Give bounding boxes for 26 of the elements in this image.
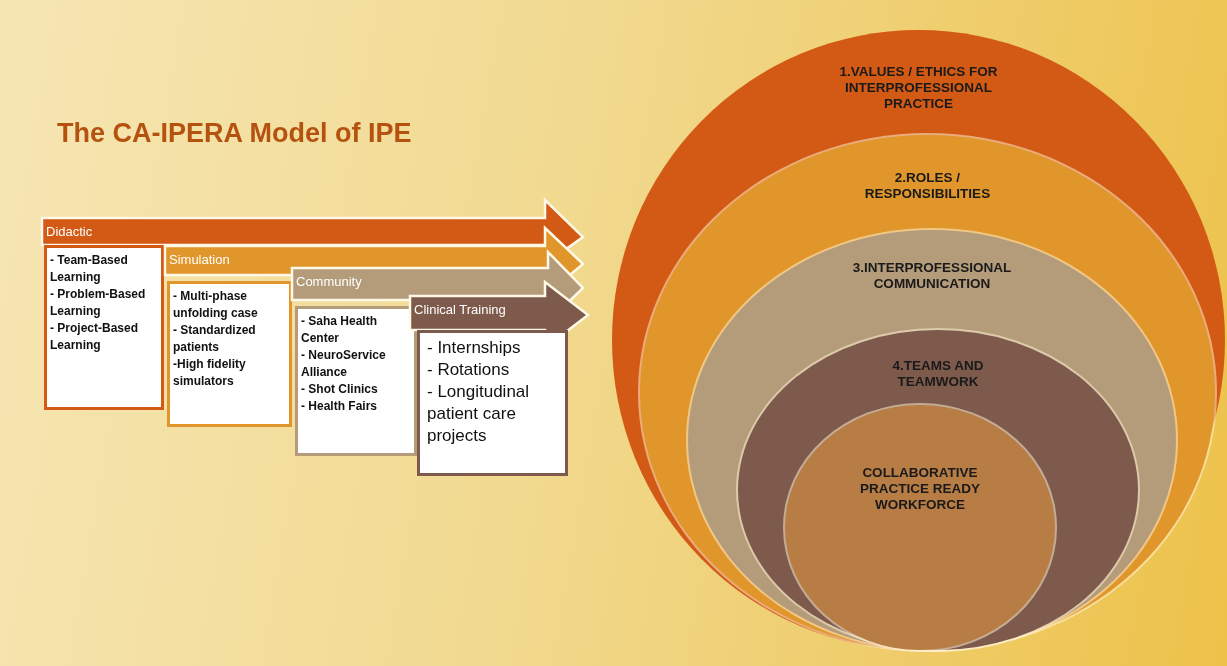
list-item: - Internships	[426, 337, 522, 359]
list-card	[44, 245, 164, 410]
ring-label: 2.ROLES / RESPONSIBILITIES	[863, 170, 992, 202]
arrow-label: Simulation	[169, 252, 230, 267]
list-item: - Problem-Based Learning	[50, 286, 147, 320]
list-item: - Rotations	[426, 359, 511, 381]
list-item: - Health Fairs	[301, 398, 379, 415]
list-card	[167, 281, 292, 427]
list-item: - Shot Clinics	[301, 381, 379, 398]
arrow-label: Community	[296, 274, 362, 289]
list-item: - Longitudinal patient care projects	[426, 381, 531, 447]
list-item: - Standardized patients	[173, 322, 257, 356]
list-card	[417, 330, 568, 476]
list-item: - NeuroService Alliance	[301, 347, 387, 381]
list-item: - Saha Health Center	[301, 313, 379, 347]
list-item: - Team-Based Learning	[50, 252, 129, 286]
ring-label: 3.INTERPROFESSIONAL COMMUNICATION	[851, 260, 1013, 292]
arrow-label: Clinical Training	[414, 302, 506, 317]
list-item: - Multi-phase unfolding case	[173, 288, 259, 322]
list-item: -High fidelity simulators	[173, 356, 247, 390]
ring-label: 4.TEAMS AND TEAMWORK	[891, 358, 985, 390]
ring-label: 1.VALUES / ETHICS FOR INTERPROFESSIONAL PRACTICE	[838, 64, 999, 112]
arrow-label: Didactic	[46, 224, 93, 239]
list-item: - Project-Based Learning	[50, 320, 140, 354]
diagram-title: The CA-IPERA Model of IPE	[57, 118, 412, 149]
ring-label: COLLABORATIVE PRACTICE READY WORKFORCE	[859, 465, 981, 513]
